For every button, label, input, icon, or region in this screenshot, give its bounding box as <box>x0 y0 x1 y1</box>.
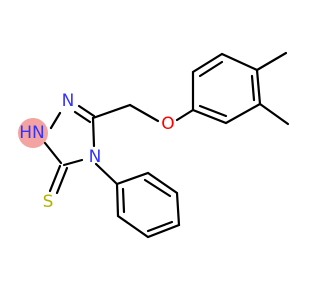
bond-c3-ch2 <box>91 103 132 120</box>
nh-highlight <box>18 118 48 148</box>
bond-methyl-para <box>255 51 288 72</box>
molecule-diagram: N HN N O S <box>18 51 290 239</box>
bond-ch2-o <box>128 103 160 123</box>
bond-c5-s-b <box>55 166 69 195</box>
bond-methyl-meta <box>258 102 290 126</box>
structure-svg: N HN N O S <box>18 51 290 239</box>
bond-n4-c5 <box>62 158 84 167</box>
atom-n-top: N <box>62 91 75 111</box>
atom-o-ether: O <box>161 114 174 134</box>
bond-c3-n4 <box>91 116 96 148</box>
bond-n1-n2 <box>49 111 62 130</box>
bond-c5-s-a <box>48 164 62 193</box>
triazole-ring <box>43 104 96 167</box>
atom-n-ring: N <box>89 147 102 167</box>
bond-c5-n1 <box>43 141 63 165</box>
phenyl-ring <box>115 171 181 239</box>
bond-n2-c3-double-b <box>73 110 92 124</box>
atom-nh: HN <box>19 123 45 143</box>
bond-n2-c3-double-a <box>77 104 96 118</box>
dimethylphenyl-ring <box>191 52 262 125</box>
bond-n4-phenyl <box>94 162 119 186</box>
bond-o-aryl <box>175 108 195 122</box>
atom-s-thione: S <box>43 192 54 212</box>
